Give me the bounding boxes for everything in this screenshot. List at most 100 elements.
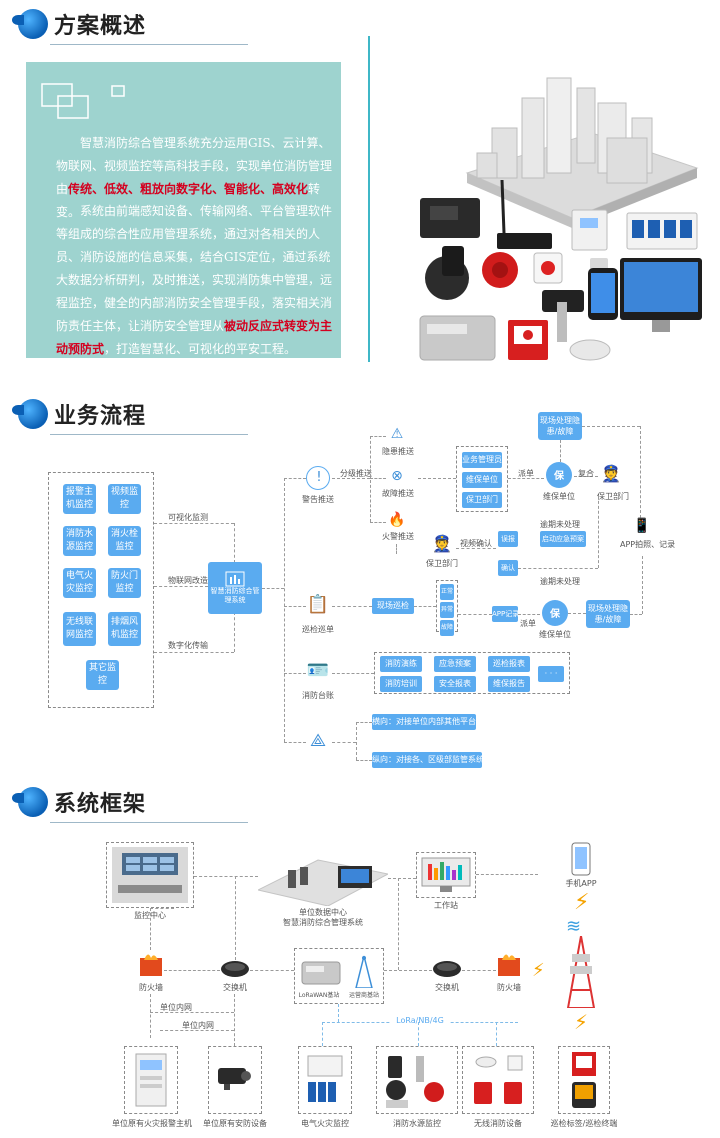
device-label: 单位原有安防设备 (203, 1119, 267, 1128)
connector (150, 908, 151, 950)
connector (388, 878, 416, 879)
app-label: APP拍照、记录 (620, 540, 676, 549)
firewall-label-left: 防火墙 (139, 983, 163, 992)
firewall-icon (498, 954, 520, 976)
cell-tower-icon (355, 955, 373, 988)
maint-label-2: 维保单位 (539, 630, 571, 639)
connector (398, 878, 399, 970)
connector (150, 1012, 234, 1013)
shield-icon: 保 (546, 462, 572, 488)
app-record: APP记录 (492, 606, 519, 622)
monitor-tile: 防火门监控 (108, 568, 141, 598)
connector (508, 478, 544, 479)
edge-label: 派单 (518, 469, 534, 478)
wifi-icon: ≋ (566, 916, 582, 937)
connector (332, 606, 372, 607)
connector (370, 522, 386, 523)
guard-label: 保卫部门 (597, 492, 629, 501)
connector (568, 613, 586, 614)
maint-label: 维保单位 (543, 492, 575, 501)
connector (284, 673, 306, 674)
data-center-image (258, 859, 388, 906)
vertical-divider (368, 36, 370, 362)
monitor-center-frame (106, 842, 194, 908)
lora-link (322, 1022, 323, 1046)
lightning-icon: ⚡ (574, 890, 590, 915)
globe-icon (12, 399, 48, 429)
connector (262, 588, 284, 589)
tag: 误报 (498, 531, 518, 547)
site-patrol: 现场巡检 (372, 598, 414, 614)
ops-base-label: 运营商基站 (348, 992, 379, 999)
lora-link (496, 1022, 497, 1046)
device-frame (558, 1046, 610, 1114)
overview-paragraph-1: 智慧消防综合管理系统充分运用GIS、云计算、物联网、视频监控等高科技手段，实现单… (56, 136, 333, 219)
monitor-tile: 其它监控 (86, 660, 119, 690)
patrol-label: 巡检巡单 (302, 625, 334, 634)
connector (598, 496, 599, 568)
connector (332, 742, 356, 743)
product-collage (419, 77, 702, 361)
fire-icon: 🔥 (388, 512, 406, 528)
overview-paragraph-2: 系统由前端感知设备、传输网络、平台管理软件等组成的综合性应用管理系统，通过对各相… (56, 204, 333, 356)
connector (642, 556, 643, 614)
share-item: 纵向：对接各、区级部监管系统 (372, 752, 484, 768)
warn-label: 警告推送 (302, 495, 334, 504)
divider (50, 434, 248, 435)
monitor-tile: 视频监控 (108, 484, 141, 514)
edge-label: 数字化传输 (168, 641, 208, 650)
lora-gateway-label: LoRaWAN基站 (298, 992, 340, 999)
intranet-label: 单位内网 (160, 1003, 192, 1012)
connector (356, 760, 372, 761)
lightning-icon: ⚡ (532, 960, 545, 981)
connector (582, 426, 640, 427)
center-label: 智慧消防综合管理系统 (210, 587, 260, 604)
switch-icon (221, 961, 249, 977)
monitor-tile: 排烟风机监控 (108, 612, 141, 646)
share-icon: ⟁ (309, 730, 327, 751)
device-frame (124, 1046, 178, 1114)
recipient: 业务管理员 (462, 452, 502, 468)
firewall-icon (140, 954, 162, 976)
fault-icon: ⊗ (391, 468, 403, 484)
connector (234, 612, 235, 652)
warning-icon: ! (306, 466, 330, 490)
section-title-architecture: 系统框架 (12, 786, 146, 818)
switch-label-left: 交换机 (223, 983, 247, 992)
share-item: 横向：对接单位内部其他平台 (372, 714, 476, 730)
connector (284, 478, 285, 742)
device-label: 单位原有火灾报警主机 (112, 1119, 192, 1128)
connector (462, 970, 496, 971)
guard-icon: 👮 (432, 534, 452, 553)
lora-gateway-image (301, 961, 341, 985)
connector (160, 1030, 234, 1031)
recipient: 保卫部门 (462, 492, 502, 508)
clipboard-icon: 📋 (306, 594, 330, 615)
edge-label: 逾期未处理 (540, 577, 580, 586)
water-monitor-image (386, 1056, 444, 1108)
connector (234, 523, 235, 563)
device-frame (376, 1046, 458, 1114)
app-icon: 📱 (633, 518, 651, 534)
connector (396, 544, 397, 554)
globe-icon (12, 9, 48, 39)
ledger-item: 消防培训 (380, 676, 422, 692)
globe-icon (12, 787, 48, 817)
connector (574, 476, 598, 477)
divider (50, 44, 248, 45)
wireless-devices-image (474, 1055, 523, 1104)
workstation-image (421, 857, 471, 892)
tag: 启动应急预案 (540, 531, 586, 547)
section-title-text: 方案概述 (54, 14, 147, 39)
switch-label-right: 交换机 (435, 983, 459, 992)
connector (154, 586, 208, 587)
electrical-monitor-image (307, 1055, 343, 1102)
section-title-overview: 方案概述 (12, 8, 147, 40)
patrol-item: 正常 (440, 584, 454, 600)
connector (370, 478, 386, 479)
device-frame (208, 1046, 262, 1114)
gateway-group (294, 948, 384, 1004)
connector (250, 970, 294, 971)
connector (630, 614, 642, 615)
camera-image (218, 1068, 251, 1090)
